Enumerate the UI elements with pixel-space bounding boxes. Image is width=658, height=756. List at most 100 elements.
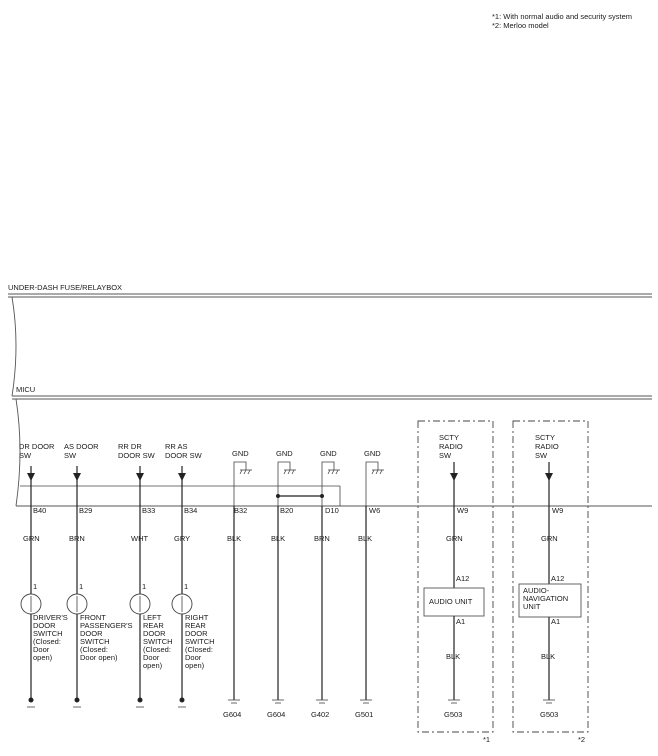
- wire-color: GRN: [23, 534, 40, 543]
- wire-color: WHT: [131, 534, 148, 543]
- switch-name: SCTY: [535, 433, 555, 442]
- ground-label: G503: [540, 710, 558, 719]
- terminal-arrow-icon: [73, 473, 81, 481]
- pin-label: B33: [142, 506, 155, 515]
- switch-name: DR DOOR: [19, 442, 55, 451]
- gnd-name: GND: [320, 449, 337, 458]
- unit-label: UNIT: [523, 602, 541, 611]
- switch-name: RADIO: [439, 442, 463, 451]
- terminal-arrow-icon: [450, 473, 458, 481]
- device-label: REAR: [143, 621, 164, 630]
- gnd-name: GND: [276, 449, 293, 458]
- gnd-name: GND: [232, 449, 249, 458]
- device-label: SWITCH: [143, 637, 173, 646]
- option-boundary: [512, 420, 589, 733]
- chassis-ground-icon: [239, 469, 252, 475]
- unit-pin: A12: [551, 574, 564, 583]
- column-passenger-door: AS DOOR SW B29 BRN 1 FRONT PASSENGER'S D…: [64, 442, 133, 708]
- switch-name: SW: [439, 451, 452, 460]
- wire-color: BRN: [69, 534, 85, 543]
- ground-point-icon: [74, 697, 80, 703]
- device-label: (Closed:: [185, 645, 213, 654]
- wire-color: BLK: [541, 652, 555, 661]
- device-label: DOOR: [80, 629, 103, 638]
- device-label: Door: [33, 645, 50, 654]
- device-label: (Closed:: [143, 645, 171, 654]
- option-note: *2: [578, 735, 585, 744]
- device-label: (Closed:: [33, 637, 61, 646]
- pin-label: B29: [79, 506, 92, 515]
- unit-pin: A1: [456, 617, 465, 626]
- device-label: SWITCH: [33, 629, 63, 638]
- wire-color: BLK: [227, 534, 241, 543]
- unit-label: AUDIO-: [523, 586, 550, 595]
- wire-color: BLK: [271, 534, 285, 543]
- column-ground-b20: GND B20 BLK G604: [267, 449, 296, 719]
- chassis-ground-icon: [283, 469, 296, 475]
- terminal-arrow-icon: [136, 473, 144, 481]
- wire-color: GRY: [174, 534, 190, 543]
- splice-joint: [276, 494, 324, 498]
- switch-name: DOOR SW: [165, 451, 203, 460]
- unit-pin: A12: [456, 574, 469, 583]
- switch-name: DOOR SW: [118, 451, 156, 460]
- terminal-arrow-icon: [545, 473, 553, 481]
- device-label: SWITCH: [185, 637, 215, 646]
- pin-label: B40: [33, 506, 46, 515]
- switch-name: SW: [535, 451, 548, 460]
- pin-label: W9: [457, 506, 468, 515]
- switch-name: SCTY: [439, 433, 459, 442]
- micu-outline: [12, 395, 652, 507]
- ground-label: G402: [311, 710, 329, 719]
- audio-navigation-unit-box: [518, 583, 582, 618]
- switch-name: RR DR: [118, 442, 142, 451]
- switch-name: SW: [64, 451, 77, 460]
- ground-label: G503: [444, 710, 462, 719]
- device-label: Door: [185, 653, 202, 662]
- gnd-name: GND: [364, 449, 381, 458]
- column-driver-door: DR DOOR SW B40 GRN 1 DRIVER'S DOOR SWITC…: [19, 442, 68, 708]
- connector-pin: 1: [33, 582, 37, 591]
- wire-color: GRN: [541, 534, 558, 543]
- column-ground-d10: GND D10 BRN G402: [311, 449, 340, 719]
- terminal-arrow-icon: [27, 473, 35, 481]
- chassis-ground-icon: [327, 469, 340, 475]
- connector-pin: 1: [142, 582, 146, 591]
- ground-label: G604: [267, 710, 285, 719]
- note-2: *2: Merloo model: [492, 21, 549, 30]
- device-label: open): [185, 661, 205, 670]
- pin-label: D10: [325, 506, 339, 515]
- ground-point-icon: [137, 697, 143, 703]
- column-ground-b32: GND B32 BLK G604: [223, 449, 252, 719]
- device-label: SWITCH: [80, 637, 110, 646]
- device-label: LEFT: [143, 613, 162, 622]
- pin-label: W9: [552, 506, 563, 515]
- device-label: (Closed:: [80, 645, 108, 654]
- terminal-arrow-icon: [178, 473, 186, 481]
- device-label: open): [33, 653, 53, 662]
- option-boundary: [417, 420, 494, 733]
- pin-label: W6: [369, 506, 380, 515]
- ground-point-icon: [28, 697, 34, 703]
- unit-pin: A1: [551, 617, 560, 626]
- pin-label: B34: [184, 506, 197, 515]
- column-left-rear-door: RR DR DOOR SW B33 WHT 1 LEFT REAR DOOR S…: [118, 442, 173, 708]
- radio-block-navigation: SCTY RADIO SW W9 GRN A12 AUDIO- NAVIGATI…: [512, 420, 589, 744]
- device-label: PASSENGER'S: [80, 621, 133, 630]
- option-note: *1: [483, 735, 490, 744]
- device-label: RIGHT: [185, 613, 209, 622]
- chassis-ground-icon: [371, 469, 384, 475]
- wire-color: BLK: [358, 534, 372, 543]
- wire-color: BRN: [314, 534, 330, 543]
- unit-label: NAVIGATION: [523, 594, 568, 603]
- note-1: *1: With normal audio and security syste…: [492, 12, 632, 21]
- device-label: REAR: [185, 621, 206, 630]
- switch-name: RADIO: [535, 442, 559, 451]
- device-label: FRONT: [80, 613, 106, 622]
- unit-label: AUDIO UNIT: [429, 597, 473, 606]
- micu-label: MICU: [16, 385, 35, 394]
- connector-pin: 1: [184, 582, 188, 591]
- device-label: open): [143, 661, 163, 670]
- fuse-box-label: UNDER-DASH FUSE/RELAYBOX: [8, 283, 122, 292]
